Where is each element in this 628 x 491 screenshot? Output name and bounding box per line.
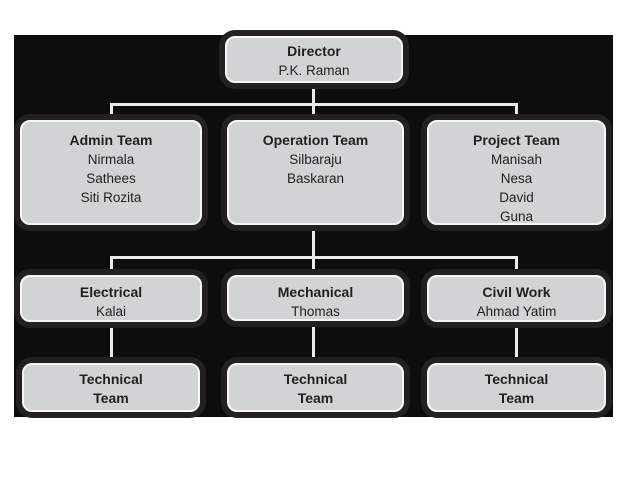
connector-operation-down bbox=[312, 223, 315, 259]
node-title: Civil Work bbox=[482, 284, 551, 300]
node-title: Technical Team bbox=[283, 371, 348, 406]
org-node-technical-team-3: Technical Team bbox=[427, 363, 606, 412]
node-members: Thomas bbox=[291, 304, 340, 319]
connector-drop-civil bbox=[515, 256, 518, 277]
connector-director-down bbox=[312, 83, 315, 105]
node-members: Silbaraju Baskaran bbox=[286, 152, 345, 186]
node-members: Manisah Nesa David Guna bbox=[490, 152, 543, 224]
org-node-civil-work: Civil Work Ahmad Yatim bbox=[427, 275, 606, 322]
node-title: Project Team bbox=[473, 132, 560, 148]
org-node-mechanical: Mechanical Thomas bbox=[227, 275, 404, 321]
org-node-electrical: Electrical Kalai bbox=[20, 275, 202, 322]
connector-mechanical-tech bbox=[312, 319, 315, 365]
connector-drop-admin bbox=[110, 103, 113, 122]
org-node-operation-team: Operation Team Silbaraju Baskaran bbox=[227, 120, 404, 225]
org-node-technical-team-2: Technical Team bbox=[227, 363, 404, 412]
node-members: P.K. Raman bbox=[278, 63, 350, 78]
node-title: Operation Team bbox=[262, 132, 369, 148]
connector-drop-mechanical bbox=[312, 256, 315, 277]
org-node-admin-team: Admin Team Nirmala Sathees Siti Rozita bbox=[20, 120, 202, 225]
org-node-director: Director P.K. Raman bbox=[225, 36, 403, 83]
org-node-technical-team-1: Technical Team bbox=[22, 363, 200, 412]
node-title: Technical Team bbox=[484, 371, 549, 406]
node-title: Technical Team bbox=[79, 371, 143, 406]
node-title: Admin Team bbox=[69, 132, 153, 148]
node-title: Electrical bbox=[79, 284, 143, 300]
node-title: Mechanical bbox=[277, 284, 354, 300]
node-members: Ahmad Yatim bbox=[476, 304, 557, 319]
org-node-project-team: Project Team Manisah Nesa David Guna bbox=[427, 120, 606, 225]
connector-drop-electrical bbox=[110, 256, 113, 277]
connector-electrical-tech bbox=[110, 320, 113, 365]
connector-civil-tech bbox=[515, 320, 518, 365]
node-title: Director bbox=[287, 43, 341, 59]
connector-drop-project bbox=[515, 103, 518, 122]
node-members: Kalai bbox=[95, 304, 127, 319]
connector-drop-operation bbox=[312, 103, 315, 122]
node-members: Nirmala Sathees Siti Rozita bbox=[80, 152, 142, 205]
